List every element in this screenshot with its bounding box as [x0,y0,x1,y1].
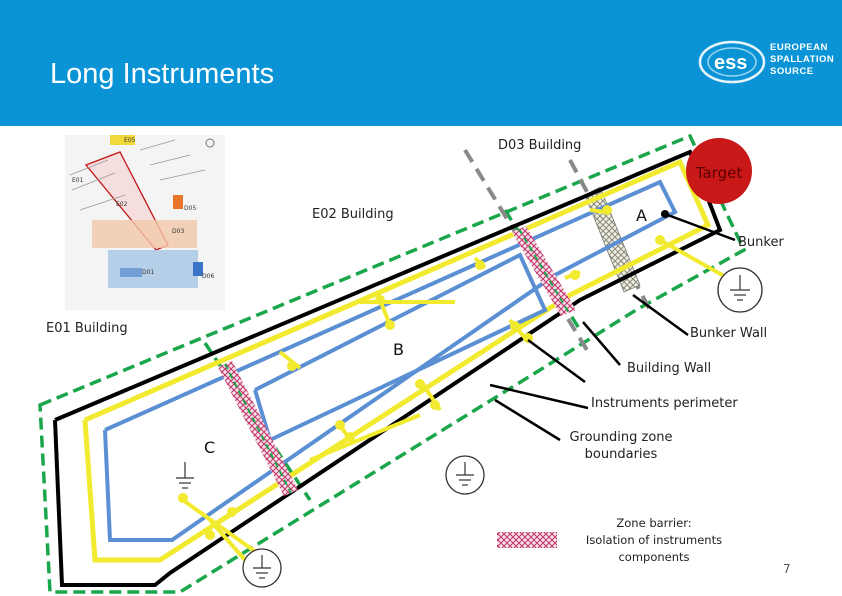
inset-label-e05: E05 [124,137,136,144]
inset-label-d03: D03 [172,228,184,235]
connection-point [510,321,520,331]
connection-point [375,295,385,305]
zone-barrier-label-line2: Isolation of instruments [585,533,723,547]
target-circle [686,138,752,204]
label-c: C [204,438,216,457]
d03-building-label: D03 Building [498,138,582,153]
bunker-label: Bunker [738,235,784,250]
grounding-zone-label-line1: Grounding zone [569,430,673,445]
ess-logo: ess [698,40,766,84]
zone-barrier-label: Zone barrier: Isolation of instruments c… [580,515,728,566]
zone-barrier-label-line1: Zone barrier: [616,516,692,530]
connection-point [602,205,612,215]
arrow-building-wall [582,321,621,366]
connection-point [227,507,237,517]
ground-symbol-b [445,455,485,495]
zone-barrier-legend-swatch [497,532,557,548]
page-number: 7 [783,562,791,576]
connection-points [178,205,665,540]
connection-point [287,361,297,371]
inset-label-d05: D05 [184,205,196,212]
slide-title: Long Instruments [50,58,275,90]
connection-point [415,379,425,389]
connection-point [345,432,355,442]
zone-barrier-b-inner [518,228,570,314]
zone-barrier-c-inner [224,363,292,494]
connection-point [335,420,345,430]
instruments-perimeter [82,158,712,563]
slide-header [0,0,842,126]
arrow-bunker [664,212,736,242]
connection-point [178,493,188,503]
arrow-grounding-zone [494,398,561,442]
ground-symbol-c-small [176,462,194,489]
e01-building-label: E01 Building [46,321,128,336]
logo-line-2: SPALLATION [770,54,835,65]
connection-point [385,320,395,330]
callout-arrows [489,212,736,442]
e02-building-label: E02 Building [312,207,394,222]
connection-point [655,235,665,245]
arrow-instruments-perimeter [489,383,589,410]
ess-logo-text: EUROPEAN SPALLATION SOURCE [770,42,834,78]
target-label: Target [695,164,743,182]
inset-label-e02: E02 [116,201,128,208]
connection-point [430,400,440,410]
zone-barrier-b [512,226,576,316]
instruments-perimeter-label: Instruments perimeter [591,396,738,411]
svg-text:ess: ess [714,52,747,74]
building-wall-label: Building Wall [627,361,712,376]
connection-point [570,270,580,280]
logo-line-1: EUROPEAN [770,42,828,53]
label-b: B [393,340,404,359]
ground-symbol-bunker [717,267,763,313]
zone-barrier-label-line3: components [618,550,690,564]
arrow-dot [661,210,669,218]
inset-label-d06: D06 [202,273,214,280]
inset-label-d01: D01 [142,269,154,276]
inset-map: E05 E01 E02 D05 D03 D01 D06 [65,135,225,310]
connection-point [205,530,215,540]
grounding-zone-label-line2: boundaries [584,447,658,462]
label-a: A [636,206,647,225]
grounding-zone-label: Grounding zone boundaries [566,430,676,462]
arrow-building-wall-2 [527,338,586,384]
logo-line-3: SOURCE [770,66,814,77]
connection-point [475,260,485,270]
ground-symbol-c [242,548,282,588]
inset-label-e01: E01 [72,177,84,184]
bunker-wall-label: Bunker Wall [690,326,768,341]
arrow-bunker-wall [632,293,689,337]
